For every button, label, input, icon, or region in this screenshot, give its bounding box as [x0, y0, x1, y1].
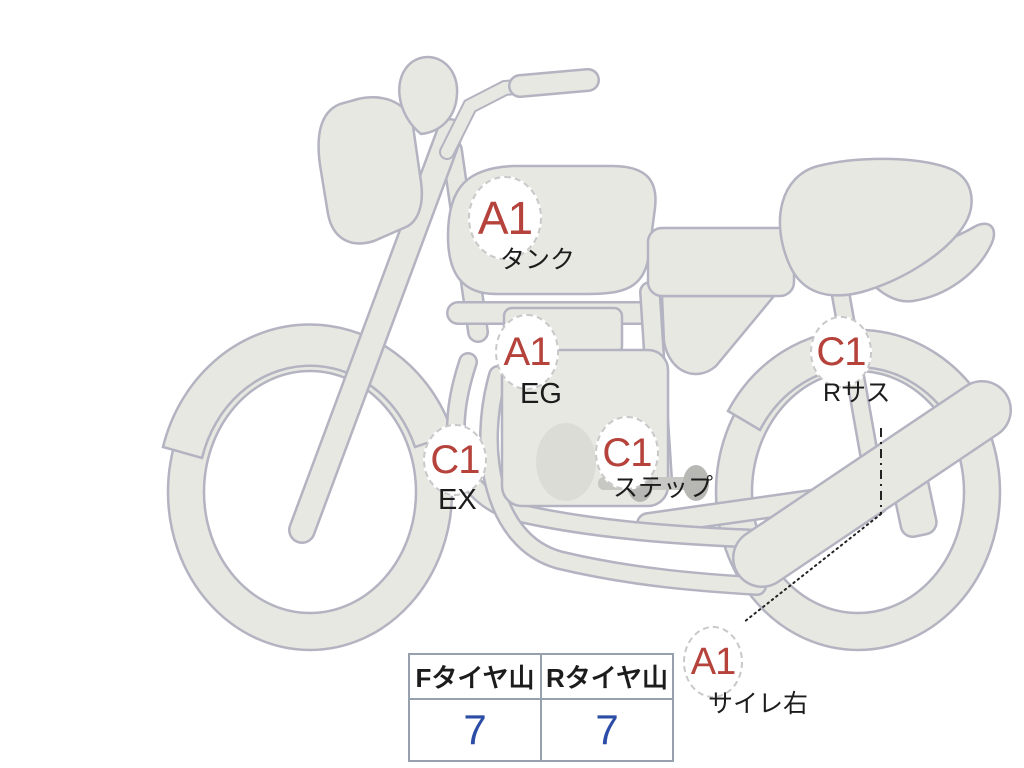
marker-exhaust: C1 EX: [423, 424, 487, 515]
mirror: [398, 55, 459, 136]
part-label: サイレ右: [708, 690, 809, 718]
marker-rear-suspension: C1 Rサス: [810, 316, 891, 406]
part-label: EX: [438, 484, 477, 516]
marker-engine: A1 EG: [495, 314, 562, 409]
rear-tire-value-cell: 7: [540, 698, 674, 762]
tire-table-header-row: Fタイヤ山 Rタイヤ山: [408, 653, 674, 700]
marker-step: C1 ステップ: [595, 416, 713, 501]
grade-text: A1: [477, 192, 533, 244]
part-label: ステップ: [613, 474, 714, 502]
grade-badge: C1: [595, 416, 659, 490]
grade-badge: A1: [683, 626, 743, 698]
tire-table-value-row: 7 7: [408, 698, 674, 762]
grade-text: C1: [816, 330, 866, 374]
grade-badge: C1: [423, 424, 487, 496]
side-cover: [660, 294, 777, 376]
front-fork: [288, 118, 464, 544]
grade-text: C1: [430, 438, 480, 482]
handlebar: [439, 68, 600, 160]
seat: [646, 226, 796, 298]
part-label: EG: [520, 378, 562, 410]
rear-tire-header-cell: Rタイヤ山: [540, 653, 674, 700]
grade-badge: A1: [495, 314, 559, 390]
silencer-pointer-line: [743, 428, 882, 623]
grade-badge: A1: [468, 176, 542, 260]
silencer: [732, 380, 1012, 588]
part-label: Rサス: [823, 379, 891, 407]
tire-tread-table: Fタイヤ山 Rタイヤ山 7 7: [408, 653, 674, 762]
marker-silencer-right: A1 サイレ右: [683, 626, 808, 717]
headlight: [317, 96, 423, 245]
front-tire-header-cell: Fタイヤ山: [408, 653, 542, 700]
tail-cowl: [778, 157, 973, 297]
grade-text: A1: [503, 330, 552, 374]
front-tire-value-cell: 7: [408, 698, 542, 762]
grade-badge: C1: [810, 316, 872, 388]
grade-text: C1: [602, 431, 652, 475]
marker-tank: A1 タンク: [468, 176, 575, 273]
grade-text: A1: [690, 641, 736, 683]
part-label: タンク: [500, 246, 576, 274]
